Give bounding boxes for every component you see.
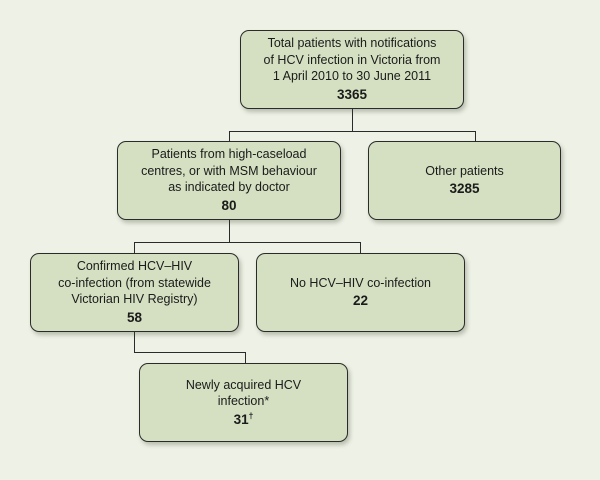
node-high-caseload-patients-count-value: 80 (221, 197, 237, 213)
connector-high-caseload-stem (229, 220, 230, 242)
node-total-patients-count-value: 3365 (336, 86, 368, 102)
node-newly-acquired-hcv-label: Newly acquired HCV infection* (185, 377, 302, 409)
connector-to-newly-acquired (245, 352, 246, 364)
node-confirmed-coinfection-count-value: 58 (126, 309, 143, 325)
node-newly-acquired-hcv-footnote-marker: † (248, 410, 254, 420)
node-other-patients: Other patients 3285 (368, 141, 561, 220)
node-other-patients-count-value: 3285 (449, 181, 480, 197)
node-other-patients-count: 3285 (449, 180, 479, 198)
connector-to-high-caseload (229, 131, 230, 142)
connector-total-stem (352, 109, 353, 131)
node-newly-acquired-hcv-count: 31† (234, 411, 254, 429)
node-no-coinfection-label: No HCV–HIV co-infection (289, 275, 432, 290)
node-no-coinfection-count-value: 22 (352, 293, 369, 309)
node-confirmed-coinfection-label: Confirmed HCV–HIV co-infection (from sta… (58, 259, 211, 307)
connector-high-caseload-split-bar (134, 242, 361, 243)
node-high-caseload-patients-label: Patients from high-caseload centres, or … (141, 147, 317, 195)
node-confirmed-coinfection: Confirmed HCV–HIV co-infection (from sta… (30, 253, 239, 332)
node-other-patients-label: Other patients (425, 163, 504, 178)
node-no-coinfection: No HCV–HIV co-infection 22 (256, 253, 465, 332)
node-high-caseload-patients-count: 80 (221, 197, 236, 215)
node-newly-acquired-hcv-count-value: 31 (233, 411, 249, 427)
node-newly-acquired-hcv: Newly acquired HCV infection* 31† (139, 363, 348, 442)
node-total-patients-count: 3365 (337, 86, 367, 104)
connector-total-split-bar (229, 131, 476, 132)
connector-to-no-coinfection (360, 242, 361, 254)
node-total-patients-label: Total patients with notifications of HCV… (263, 36, 441, 84)
connector-coinfection-elbow-bar (134, 352, 245, 353)
node-no-coinfection-count: 22 (353, 292, 368, 310)
connector-coinfection-stem (134, 332, 135, 352)
node-confirmed-coinfection-count: 58 (127, 309, 142, 327)
connector-to-confirmed-coinfection (134, 242, 135, 254)
node-total-patients: Total patients with notifications of HCV… (240, 30, 464, 109)
node-high-caseload-patients: Patients from high-caseload centres, or … (117, 141, 341, 220)
connector-to-other-patients (475, 131, 476, 142)
